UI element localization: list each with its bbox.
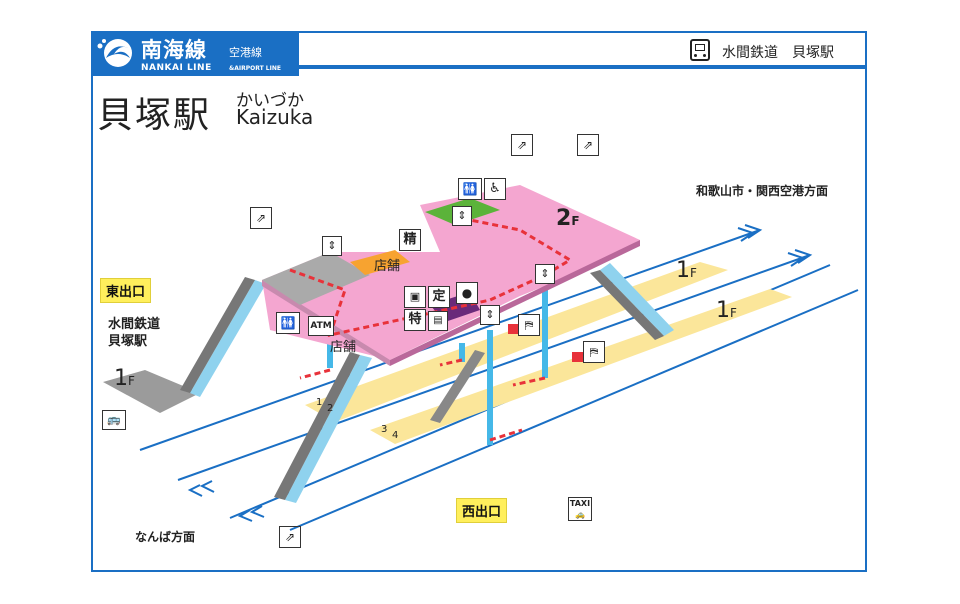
connection-label: 水間鉄道 貝塚駅: [722, 45, 834, 61]
elevator-icon: ⇕: [535, 264, 555, 284]
direction-up: 和歌山市・関西空港方面: [696, 184, 829, 198]
atm-icon: ATM: [308, 316, 334, 336]
station-romaji: Kaizuka: [236, 105, 314, 129]
station-kana: かいづか: [236, 91, 304, 111]
ticket-office-icon: ●: [456, 282, 478, 304]
ticket-gate-icon: ⛿: [583, 341, 605, 363]
track-3: 3: [381, 424, 388, 435]
floor-2f: 2F: [556, 206, 580, 231]
bus-icon: 🚌: [102, 410, 126, 430]
connection-left-line2: 貝塚駅: [108, 334, 148, 349]
ticket-machine-icon: ▣: [404, 286, 426, 308]
track-2: 2: [327, 403, 334, 414]
shop-label-2: 店舗: [330, 340, 357, 355]
shop-area: [350, 250, 410, 275]
elevator-icon: ⇕: [322, 236, 342, 256]
floor-1f-platform-b: 1F: [716, 298, 737, 323]
train-icon: [690, 39, 710, 61]
concourse-2f: [262, 185, 640, 360]
line-name-en: NANKAI LINE: [141, 63, 212, 73]
east-exit: 東出口: [100, 278, 152, 303]
ticket-gate-icon: ⛿: [518, 314, 540, 336]
station-name: 貝塚駅: [97, 95, 212, 136]
transfer-routes: [289, 218, 573, 442]
elevator-icon: ⇕: [480, 305, 500, 325]
platform-3-4: [370, 289, 792, 444]
line-sub-jp: 空港線: [229, 46, 262, 59]
line-name-jp: 南海線: [141, 38, 207, 62]
elevator-icon: ⇕: [452, 206, 472, 226]
floor-1f-ground: 1F: [114, 366, 135, 391]
concourse-gray-area: [262, 252, 370, 305]
escalators: [180, 263, 674, 503]
limited-express-icon: 特: [404, 309, 426, 331]
direction-down: なんば方面: [135, 530, 196, 544]
connection-left-line1: 水間鉄道: [108, 317, 161, 332]
ground-east-slab: [103, 370, 200, 413]
escalator-icon: ⇗: [577, 134, 599, 156]
toilet-icon: 🚻: [458, 178, 482, 200]
commuter-pass-icon: 定: [428, 286, 450, 308]
track-1: 1: [316, 397, 323, 408]
commuter-machine-icon: ▤: [428, 311, 448, 331]
fare-adjust-icon: 精: [399, 229, 421, 251]
escalator-icon: ⇗: [250, 207, 272, 229]
escalator-icon: ⇗: [279, 526, 301, 548]
toilet-icon: 🚻: [276, 312, 300, 334]
wheelchair-icon: ♿: [484, 178, 506, 200]
floor-1f-platform-a: 1F: [676, 258, 697, 283]
line-sub-en: &AIRPORT LINE: [229, 65, 281, 72]
escalator-icon: ⇗: [511, 134, 533, 156]
west-exit: 西出口: [456, 498, 508, 523]
header-rule: [93, 65, 865, 69]
track-4: 4: [392, 430, 399, 441]
taxi-icon: TAXI🚕: [568, 497, 592, 521]
shop-label: 店舗: [374, 259, 401, 274]
